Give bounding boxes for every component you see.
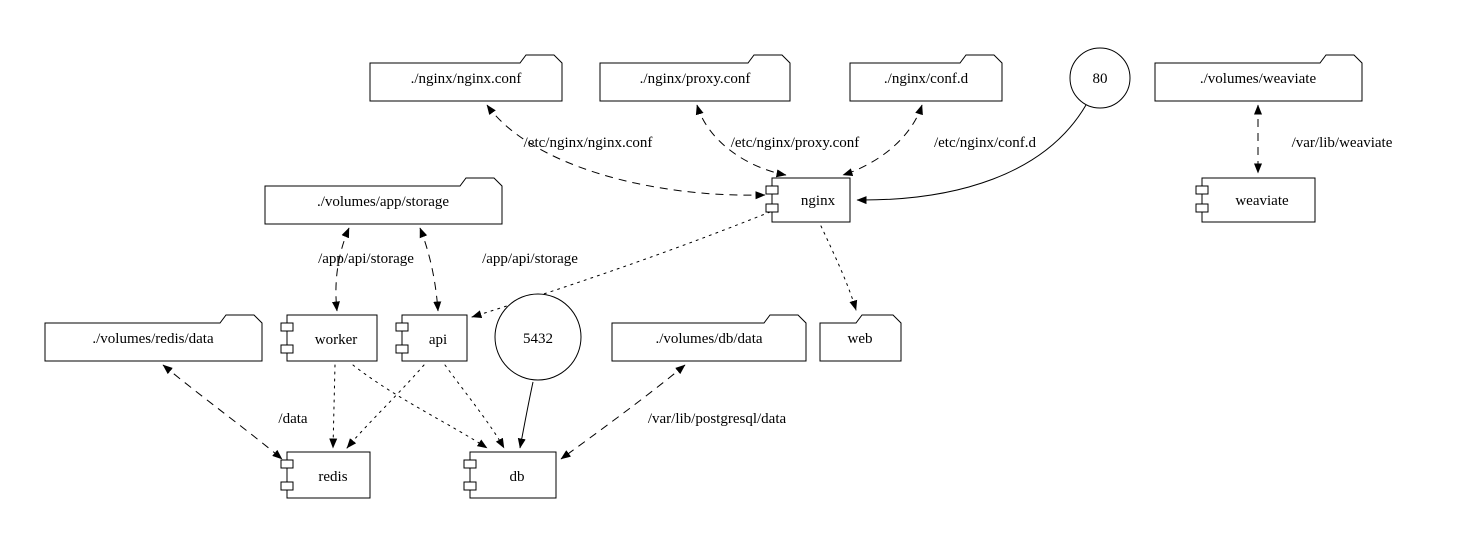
node-label: worker — [315, 332, 357, 348]
nodes: ./nginx/nginx.conf ./nginx/proxy.conf ./… — [44, 47, 1363, 499]
edge-db-data-mount — [560, 364, 686, 460]
edge-label-nginx-conf-mount: /etc/nginx/nginx.conf — [524, 135, 653, 151]
edge-api-depends-db — [444, 364, 505, 449]
edge-worker-depends-db — [352, 364, 488, 449]
component-tab-icon — [765, 185, 779, 195]
node-label: redis — [318, 469, 347, 485]
folder-icon — [611, 314, 807, 362]
component-tab-icon — [280, 459, 294, 469]
component-tab-icon — [463, 459, 477, 469]
node-label: ./volumes/redis/data — [92, 331, 214, 347]
node-db: db — [463, 451, 557, 499]
edge-label-worker-storage-mount: /app/api/storage — [318, 251, 414, 267]
node-weaviate: weaviate — [1195, 177, 1316, 223]
node-label: ./volumes/db/data — [655, 331, 762, 347]
node-label: nginx — [801, 193, 836, 209]
node-redis: redis — [280, 451, 371, 499]
edge-nginx-conf-mount — [486, 104, 766, 200]
component-icon — [771, 177, 851, 223]
node-worker: worker — [280, 314, 378, 362]
edge-redis-data-mount — [162, 364, 283, 460]
folder-icon — [44, 314, 263, 362]
component-tab-icon — [395, 344, 409, 354]
component-tab-icon — [463, 481, 477, 491]
component-icon — [286, 451, 371, 499]
node-nginx: nginx — [765, 177, 851, 223]
node-label: web — [848, 331, 873, 347]
edge-label-conf-d-mount: /etc/nginx/conf.d — [934, 135, 1037, 151]
component-icon — [286, 314, 378, 362]
component-tab-icon — [1195, 203, 1209, 213]
folder-icon — [1154, 54, 1363, 102]
node-label: ./nginx/proxy.conf — [640, 71, 751, 87]
component-tab-icon — [395, 322, 409, 332]
node-label: ./nginx/conf.d — [884, 71, 969, 87]
component-tab-icon — [280, 344, 294, 354]
folder-icon — [849, 54, 1003, 102]
edge-nginx-depends-api — [471, 211, 771, 318]
edge-label-db-mount: /var/lib/postgresql/data — [648, 411, 787, 427]
edge-storage-to-api — [419, 227, 442, 312]
edge-label-redis-mount: /data — [278, 411, 307, 427]
component-tab-icon — [1195, 185, 1209, 195]
folder-icon — [264, 177, 503, 225]
edge-conf-d-mount — [842, 104, 923, 177]
edge-port-80-to-nginx — [856, 104, 1087, 205]
node-proxy-conf: ./nginx/proxy.conf — [599, 54, 791, 102]
component-tab-icon — [765, 203, 779, 213]
node-label: 5432 — [523, 331, 553, 347]
node-port-5432: 5432 — [494, 293, 582, 381]
node-label: ./volumes/weaviate — [1200, 71, 1317, 87]
node-conf-d: ./nginx/conf.d — [849, 54, 1003, 102]
edge-label-api-storage-mount: /app/api/storage — [482, 251, 578, 267]
node-api: api — [395, 314, 468, 362]
folder-icon — [819, 314, 902, 362]
component-icon — [401, 314, 468, 362]
port-circle-icon — [494, 293, 582, 381]
component-tab-icon — [280, 322, 294, 332]
node-volumes-weaviate: ./volumes/weaviate — [1154, 54, 1363, 102]
component-tab-icon — [280, 481, 294, 491]
node-label: ./nginx/nginx.conf — [411, 71, 522, 87]
edge-worker-depends-redis — [329, 364, 338, 449]
folder-icon — [369, 54, 563, 102]
edge-port-5432-to-db — [517, 381, 534, 449]
edge-label-proxy-conf-mount: /etc/nginx/proxy.conf — [731, 135, 860, 151]
node-web: web — [819, 314, 902, 362]
edge-storage-to-worker — [331, 227, 350, 312]
node-label: 80 — [1093, 71, 1108, 87]
edge-proxy-conf-mount — [695, 104, 787, 178]
node-label: ./volumes/app/storage — [317, 194, 449, 210]
node-label: api — [429, 332, 447, 348]
node-app-storage: ./volumes/app/storage — [264, 177, 503, 225]
edge-labels: /etc/nginx/nginx.conf /etc/nginx/proxy.c… — [278, 135, 1392, 427]
edges — [162, 104, 1262, 460]
node-port-80: 80 — [1069, 47, 1131, 109]
node-label: weaviate — [1235, 193, 1289, 209]
node-label: db — [510, 469, 525, 485]
port-circle-icon — [1069, 47, 1131, 109]
node-redis-data: ./volumes/redis/data — [44, 314, 263, 362]
edge-nginx-depends-web — [820, 225, 858, 311]
node-nginx-conf: ./nginx/nginx.conf — [369, 54, 563, 102]
component-icon — [1201, 177, 1316, 223]
folder-icon — [599, 54, 791, 102]
edge-api-depends-redis — [346, 364, 425, 449]
edge-label-weaviate-mount: /var/lib/weaviate — [1292, 135, 1393, 151]
component-icon — [469, 451, 557, 499]
node-db-data: ./volumes/db/data — [611, 314, 807, 362]
